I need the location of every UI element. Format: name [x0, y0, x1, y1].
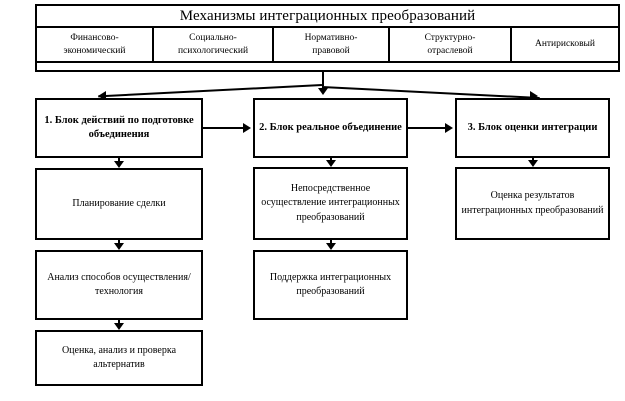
left-detail-box-3: Оценка, анализ и проверка альтернатив	[35, 330, 203, 386]
mechanisms-row: Финансово-экономический Социально-психол…	[37, 28, 618, 63]
connector-diagonal-left	[98, 84, 322, 98]
left-detail-2-label: Анализ способов осуществления/ технологи…	[47, 271, 191, 298]
mechanism-label: Нормативно-правовой	[304, 32, 358, 56]
right-detail-box-1: Оценка результатов интеграционных преобр…	[455, 167, 610, 240]
arrowhead-l1-l2	[114, 243, 124, 250]
connector-block2-to-block3	[408, 127, 448, 129]
left-detail-box-1: Планирование сделки	[35, 168, 203, 240]
stage-block-3-label: 3. Блок оценки интеграции	[467, 121, 598, 133]
mechanism-cell-normative-legal: Нормативно-правовой	[274, 28, 390, 61]
diagram-title: Механизмы интеграционных преобразований	[37, 6, 618, 28]
stage-block-2-label: 2. Блок реальное объединение	[259, 121, 402, 133]
left-detail-3-label: Оценка, анализ и проверка альтернатив	[61, 344, 177, 371]
mechanism-cell-antirisk: Антирисковый	[512, 28, 618, 61]
mechanism-label: Антирисковый	[534, 39, 596, 50]
middle-detail-box-1: Непосредственное осуществление интеграци…	[253, 167, 408, 240]
mechanism-label: Финансово-экономический	[63, 32, 126, 56]
arrowhead-blk3-r1	[528, 160, 538, 167]
middle-detail-box-2: Поддержка интеграционных преобразований	[253, 250, 408, 320]
connector-block1-to-block2	[203, 127, 245, 129]
arrowhead-block1-to-block2	[243, 123, 251, 133]
middle-detail-1-label: Непосредственное осуществление интеграци…	[261, 182, 400, 223]
stage-block-1-label: 1. Блок действий по подготовке объединен…	[44, 114, 194, 140]
arrowhead-blk2-m1	[326, 160, 336, 167]
arrowhead-blk1-l1	[114, 161, 124, 168]
left-detail-box-2: Анализ способов осуществления/ технологи…	[35, 250, 203, 320]
stage-block-3: 3. Блок оценки интеграции	[455, 98, 610, 158]
stage-block-1: 1. Блок действий по подготовке объединен…	[35, 98, 203, 158]
connector-diagonal-right	[321, 86, 540, 99]
stage-block-2: 2. Блок реальное объединение	[253, 98, 408, 158]
arrowhead-to-block3	[530, 91, 538, 101]
right-detail-1-label: Оценка результатов интеграционных преобр…	[461, 190, 604, 216]
mechanism-label: Социально-психологический	[177, 32, 249, 56]
middle-detail-2-label: Поддержка интеграционных преобразований	[269, 271, 392, 298]
mechanism-cell-structural-sectoral: Структурно-отраслевой	[390, 28, 512, 61]
mechanism-cell-financial-economic: Финансово-экономический	[37, 28, 154, 61]
mechanism-cell-social-psychological: Социально-психологический	[154, 28, 274, 61]
arrowhead-to-block2	[318, 88, 328, 95]
arrowhead-to-block1	[98, 91, 106, 101]
arrowhead-l2-l3	[114, 323, 124, 330]
table-footer-strip	[37, 63, 618, 72]
arrowhead-block2-to-block3	[445, 123, 453, 133]
mechanisms-table: Механизмы интеграционных преобразований …	[35, 4, 620, 72]
mechanism-label: Структурно-отраслевой	[424, 32, 476, 56]
connector-table-stem	[322, 72, 324, 86]
arrowhead-m1-m2	[326, 243, 336, 250]
left-detail-1-label: Планирование сделки	[72, 197, 166, 209]
